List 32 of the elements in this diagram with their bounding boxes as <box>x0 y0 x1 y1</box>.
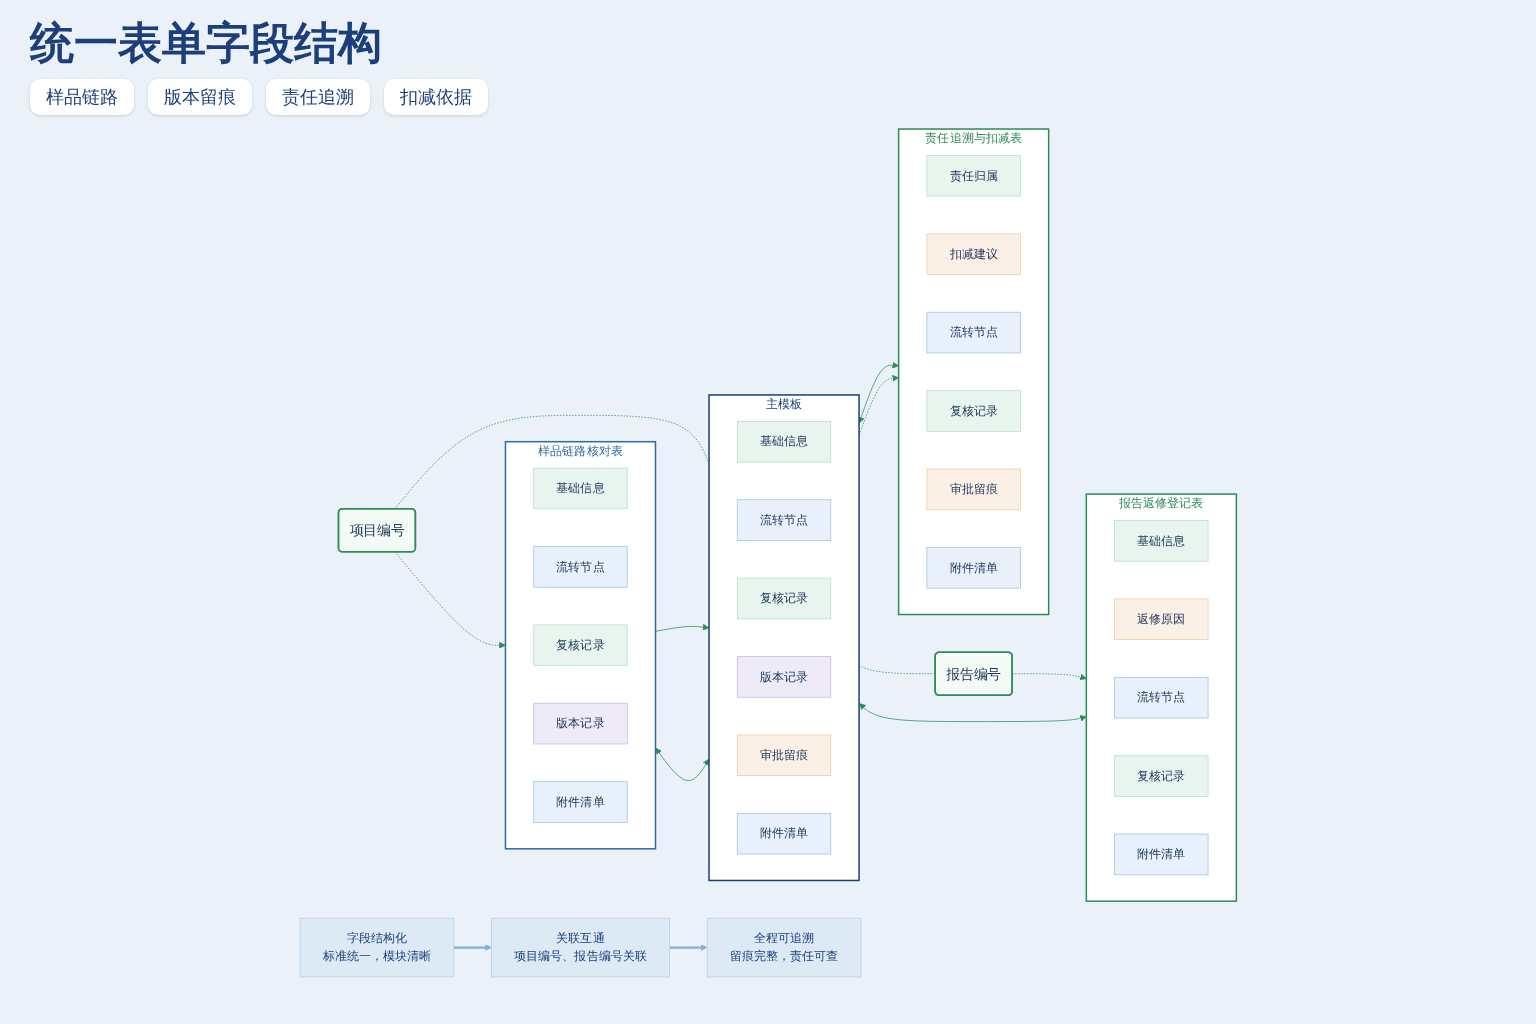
node-box: 版本记录 <box>533 702 628 745</box>
node-box: 全程可追溯 留痕完整，责任可查 <box>706 917 862 978</box>
node-box: 审批留痕 <box>926 468 1021 511</box>
node-box: 附件清单 <box>1114 833 1209 876</box>
node-box: 复核记录 <box>736 577 831 620</box>
tag-label: 版本留痕 <box>148 79 252 115</box>
node-box: 附件清单 <box>926 547 1021 589</box>
node-box: 基础信息 <box>1114 520 1209 562</box>
arrow <box>669 944 708 951</box>
node-box: 版本记录 <box>736 656 831 698</box>
node-box: 基础信息 <box>736 420 831 463</box>
node-box: 复核记录 <box>1114 755 1209 797</box>
node-box: 审批留痕 <box>736 734 831 777</box>
node-box: 关联互通 项目编号、报告编号关联 <box>490 917 670 978</box>
diagram-title: 统一表单字段结构 <box>30 16 383 70</box>
node-box: 流转节点 <box>926 311 1021 354</box>
tag-label: 扣减依据 <box>384 79 488 115</box>
node-box: 复核记录 <box>533 624 628 666</box>
node-box: 返修原因 <box>1114 598 1209 640</box>
node-box: 基础信息 <box>533 467 628 510</box>
node-box: 附件清单 <box>736 813 831 855</box>
tag-label: 样品链路 <box>30 79 134 115</box>
node-box: 扣减建议 <box>926 233 1021 275</box>
node-box: 责任归属 <box>926 155 1021 197</box>
tag-label: 责任追溯 <box>266 79 370 115</box>
arrow <box>453 944 492 951</box>
node-box: 附件清单 <box>533 781 628 823</box>
node-box: 流转节点 <box>1114 676 1209 719</box>
node-box: 字段结构化 标准统一，模块清晰 <box>299 917 454 978</box>
node-box: 流转节点 <box>736 499 831 541</box>
node-box: 复核记录 <box>926 390 1021 432</box>
node-box: 流转节点 <box>533 546 628 588</box>
